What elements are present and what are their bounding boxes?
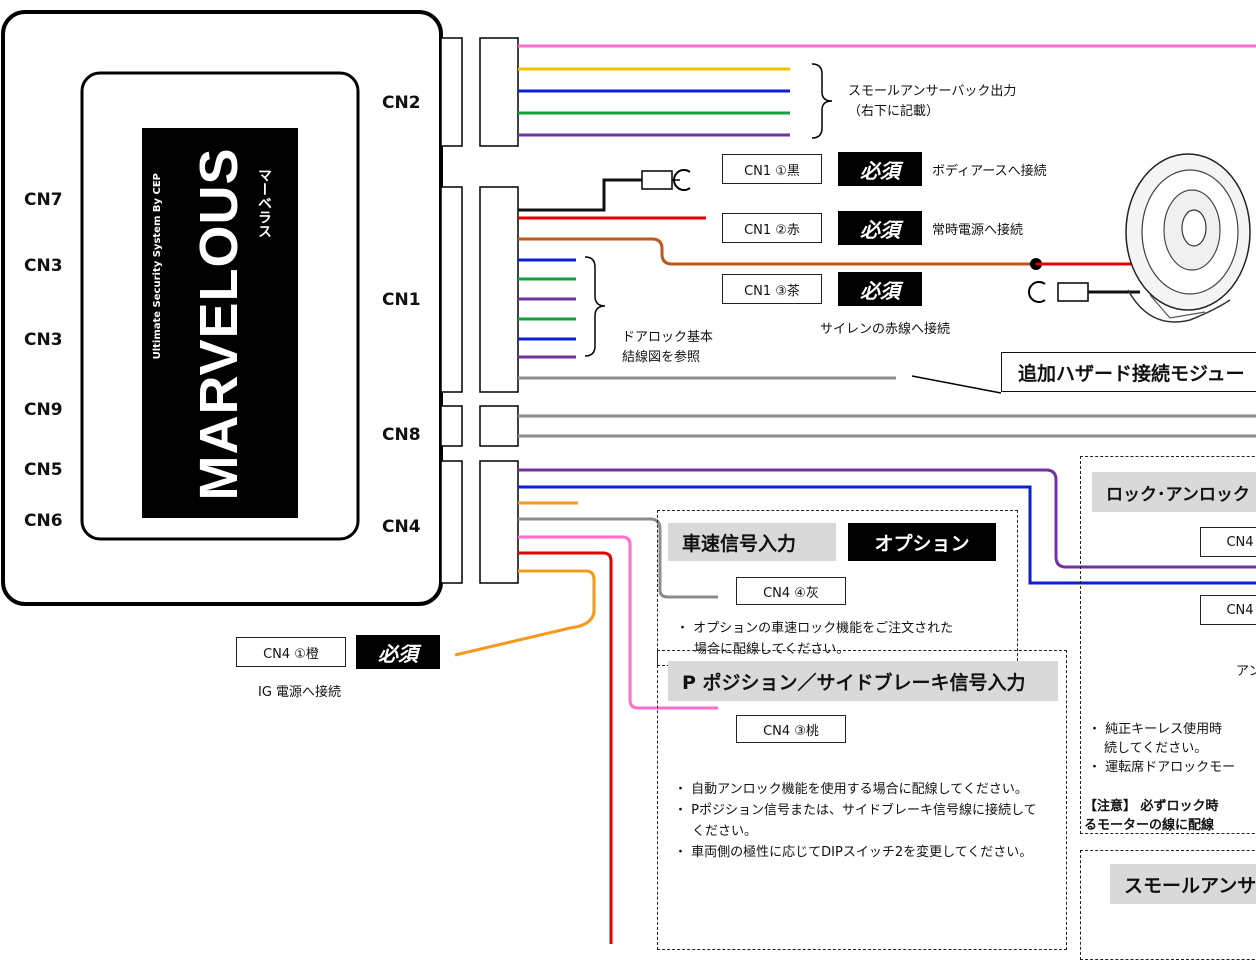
- cn2-brace: [811, 63, 833, 139]
- p-position-title: P ポジション／サイドブレーキ信号入力: [668, 661, 1058, 701]
- cn1-black-wire: [518, 178, 642, 212]
- speed-signal-title: 車速信号入力: [668, 523, 836, 561]
- cn4-gray-wire: [518, 517, 718, 599]
- p-position-note-1: ・ 自動アンロック機能を使用する場合に配線してください。: [674, 782, 1028, 797]
- lock-warning-1: 【注意】 必ずロック時: [1084, 799, 1219, 814]
- lock-tag-2: CN4: [1200, 595, 1256, 625]
- speed-option-badge: オプション: [848, 523, 996, 561]
- cn1-brown-wire: [518, 237, 1036, 266]
- ig-required-badge: 必須: [356, 635, 440, 669]
- siren-ring-eye: [1028, 281, 1046, 303]
- cn2-housing-inner: [479, 37, 519, 147]
- cn4-blue-wire: [518, 485, 1256, 585]
- cn1-housing-outer: [440, 186, 463, 393]
- speed-note-line1: ・ オプションの車速ロック機能をご注文された: [676, 621, 954, 636]
- logo-main-text: MARVELOUS: [189, 147, 249, 501]
- speed-note-line2: 場合に配線してください。: [694, 642, 850, 657]
- cn2-note-line2: （右下に記載）: [848, 104, 940, 119]
- cn1-brown-tag: CN1 ③茶: [722, 274, 822, 304]
- cn1-housing-inner: [479, 186, 519, 393]
- ring-terminal-body: [641, 170, 673, 190]
- cn7-label: CN7: [24, 190, 63, 210]
- hazard-pointer: [911, 375, 1002, 394]
- cn1-red-text: 常時電源へ接続: [932, 223, 1024, 238]
- cn1-brown-required-badge: 必須: [838, 272, 922, 306]
- cn3-label-upper: CN3: [24, 256, 63, 276]
- cn1-black-tag: CN1 ①黒: [722, 154, 822, 184]
- cn4-housing-outer: [440, 460, 463, 584]
- ig-text: IG 電源へ接続: [258, 685, 342, 700]
- ig-tag: CN4 ①橙: [236, 637, 346, 667]
- lock-note-1a: ・ 純正キーレス使用時: [1088, 722, 1223, 737]
- cn5-label: CN5: [24, 460, 63, 480]
- doorlock-note-line1: ドアロック基本: [622, 330, 714, 345]
- cn4-housing-inner: [479, 460, 519, 584]
- cn1-brace: [584, 256, 606, 357]
- cn4-pink-wire: [518, 535, 718, 710]
- cn4-red-wire: [518, 551, 613, 944]
- marvelous-logo: MARVELOUS マーベラス Ultimate Security System…: [142, 128, 298, 518]
- siren-illustration: [1125, 153, 1251, 323]
- cn4-orange-wire-2: [454, 569, 596, 657]
- cn1-red-required-badge: 必須: [838, 211, 922, 245]
- cn3-label-lower: CN3: [24, 330, 63, 350]
- lock-partial-text: アン: [1236, 664, 1256, 679]
- cn8-housing-inner: [479, 405, 519, 447]
- p-position-note-3: ・ 車両側の極性に応じてDIPスイッチ2を変更してください。: [674, 845, 1033, 860]
- lock-tag-1: CN4: [1200, 527, 1256, 557]
- lock-note-2: ・ 運転席ドアロックモー: [1088, 760, 1236, 775]
- cn2-housing-outer: [440, 37, 463, 147]
- logo-sub-text: Ultimate Security System By CEP: [151, 173, 163, 360]
- cn1-black-text: ボディアースへ接続: [932, 164, 1047, 179]
- cn4-label: CN4: [382, 517, 421, 537]
- small-answerback-title: スモールアンサ: [1110, 864, 1256, 904]
- logo-kana-text: マーベラス: [256, 168, 272, 238]
- p-position-notes: ・ 自動アンロック機能を使用する場合に配線してください。 ・ Pポジション信号ま…: [674, 779, 1044, 863]
- cn1-black-required-badge: 必須: [838, 152, 922, 186]
- lock-warning-2: るモーターの線に配線: [1084, 818, 1215, 833]
- cn4-purple-wire: [518, 468, 1256, 569]
- doorlock-note-line2: 結線図を参照: [622, 350, 701, 365]
- lock-unlock-box: [1080, 456, 1256, 834]
- lock-note-1b: 続してください。: [1104, 741, 1208, 756]
- p-position-note-2: ・ Pポジション信号または、サイドブレーキ信号線に接続してください。: [674, 803, 1037, 839]
- p-position-tag: CN4 ③桃: [736, 715, 846, 743]
- cn6-label: CN6: [24, 511, 63, 531]
- lock-unlock-title: ロック･アンロック: [1092, 472, 1256, 512]
- cn2-label: CN2: [382, 93, 421, 113]
- cn1-brown-text: サイレンの赤線へ接続: [820, 322, 951, 337]
- cn1-label: CN1: [382, 290, 421, 310]
- hazard-module-label: 追加ハザード接続モジュー: [1001, 352, 1256, 392]
- cn9-label: CN9: [24, 400, 63, 420]
- speed-signal-tag: CN4 ④灰: [736, 577, 846, 605]
- cn2-note-line1: スモールアンサーバック出力: [848, 84, 1017, 99]
- cn1-red-tag: CN1 ②赤: [722, 213, 822, 243]
- cn8-housing-outer: [440, 405, 463, 447]
- cn8-label: CN8: [382, 425, 421, 445]
